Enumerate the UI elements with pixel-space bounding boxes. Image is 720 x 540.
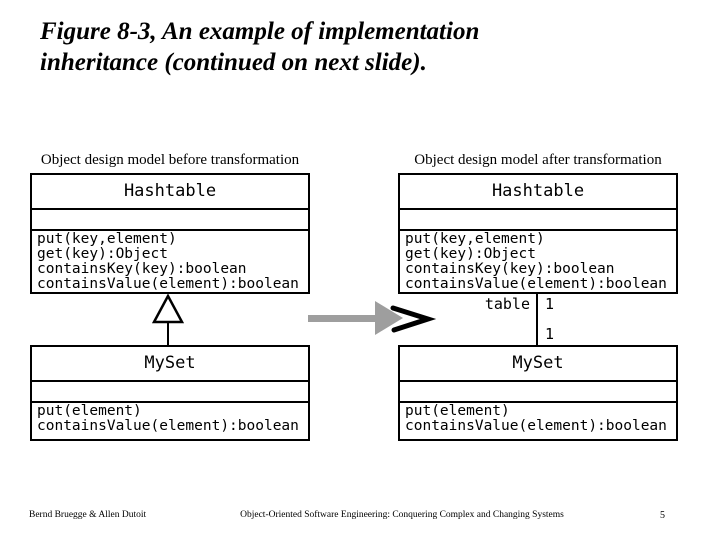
class-attributes-empty [400, 210, 676, 231]
operation: containsKey(key):boolean [405, 261, 615, 277]
class-box-myset-after: MySet put(element) containsValue(element… [398, 345, 678, 441]
transformation-arrow-icon [308, 301, 437, 335]
class-operations: put(key,element) get(key):Object contain… [400, 231, 676, 292]
association-multiplicity-myset: 1 [545, 325, 555, 343]
association-multiplicity-hashtable: 1 [545, 295, 555, 313]
inheritance-triangle-icon [151, 294, 185, 347]
association-line [536, 294, 538, 346]
operation: containsKey(key):boolean [37, 261, 247, 277]
footer-book-title: Object-Oriented Software Engineering: Co… [240, 510, 564, 520]
operation: put(key,element) [405, 231, 545, 247]
association-role-label: table [484, 295, 530, 313]
operation: containsValue(element):boolean [405, 418, 667, 434]
class-name: MySet [32, 347, 308, 382]
class-attributes-empty [400, 382, 676, 403]
operation: put(element) [37, 403, 142, 419]
class-box-myset-before: MySet put(element) containsValue(element… [30, 345, 310, 441]
slide-title: Figure 8-3, An example of implementation… [40, 16, 600, 78]
class-operations: put(key,element) get(key):Object contain… [32, 231, 308, 292]
operation: containsValue(element):boolean [37, 418, 299, 434]
class-attributes-empty [32, 382, 308, 403]
diagram-label-before: Object design model before transformatio… [40, 152, 300, 168]
class-name: Hashtable [32, 175, 308, 210]
diagram-label-after: Object design model after transformation [414, 152, 662, 168]
operation: containsValue(element):boolean [37, 276, 299, 292]
class-name: Hashtable [400, 175, 676, 210]
operation: get(key):Object [405, 246, 536, 262]
class-operations: put(element) containsValue(element):bool… [400, 403, 676, 434]
operation: get(key):Object [37, 246, 168, 262]
class-operations: put(element) containsValue(element):bool… [32, 403, 308, 434]
slide-title-line-2: inheritance (continued on next slide). [40, 49, 427, 76]
operation: put(element) [405, 403, 510, 419]
operation: put(key,element) [37, 231, 177, 247]
slide-title-line-1: Figure 8-3, An example of implementation [40, 18, 480, 45]
footer-authors: Bernd Bruegge & Allen Dutoit [29, 510, 147, 520]
operation: containsValue(element):boolean [405, 276, 667, 292]
class-box-hashtable-before: Hashtable put(key,element) get(key):Obje… [30, 173, 310, 294]
class-name: MySet [400, 347, 676, 382]
class-box-hashtable-after: Hashtable put(key,element) get(key):Obje… [398, 173, 678, 294]
class-attributes-empty [32, 210, 308, 231]
slide-page-number: 5 [660, 510, 665, 521]
